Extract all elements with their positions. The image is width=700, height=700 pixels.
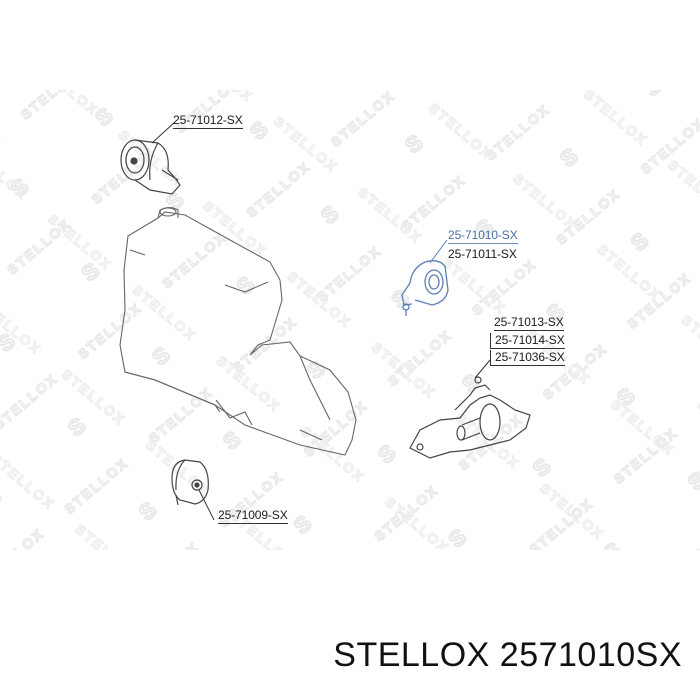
part-label-25-71010-sx[interactable]: 25-71010-SX (448, 228, 518, 244)
part-label-25-71036-sx[interactable]: 25-71036-SX (490, 350, 565, 366)
part-label-25-71011-sx[interactable]: 25-71011-SX (448, 247, 517, 261)
engine-mount-highlighted-drawing (401, 260, 449, 316)
product-caption: STELLOX 2571010SX (333, 636, 682, 674)
part-label-25-71009-sx[interactable]: 25-71009-SX (218, 508, 288, 524)
part-label-25-71014-sx[interactable]: 25-71014-SX (490, 333, 565, 349)
engine-block-drawing (119, 206, 357, 456)
rear-mount-drawing (171, 459, 209, 506)
front-bushing-mount-drawing (120, 139, 181, 195)
stellox-watermark-pattern: STELLOX S STELLOX (0, 90, 700, 550)
part-label-25-71012-sx[interactable]: 25-71012-SX (173, 113, 243, 129)
transmission-mount-drawing (409, 376, 531, 459)
part-label-25-71013-sx[interactable]: 25-71013-SX (494, 315, 564, 331)
